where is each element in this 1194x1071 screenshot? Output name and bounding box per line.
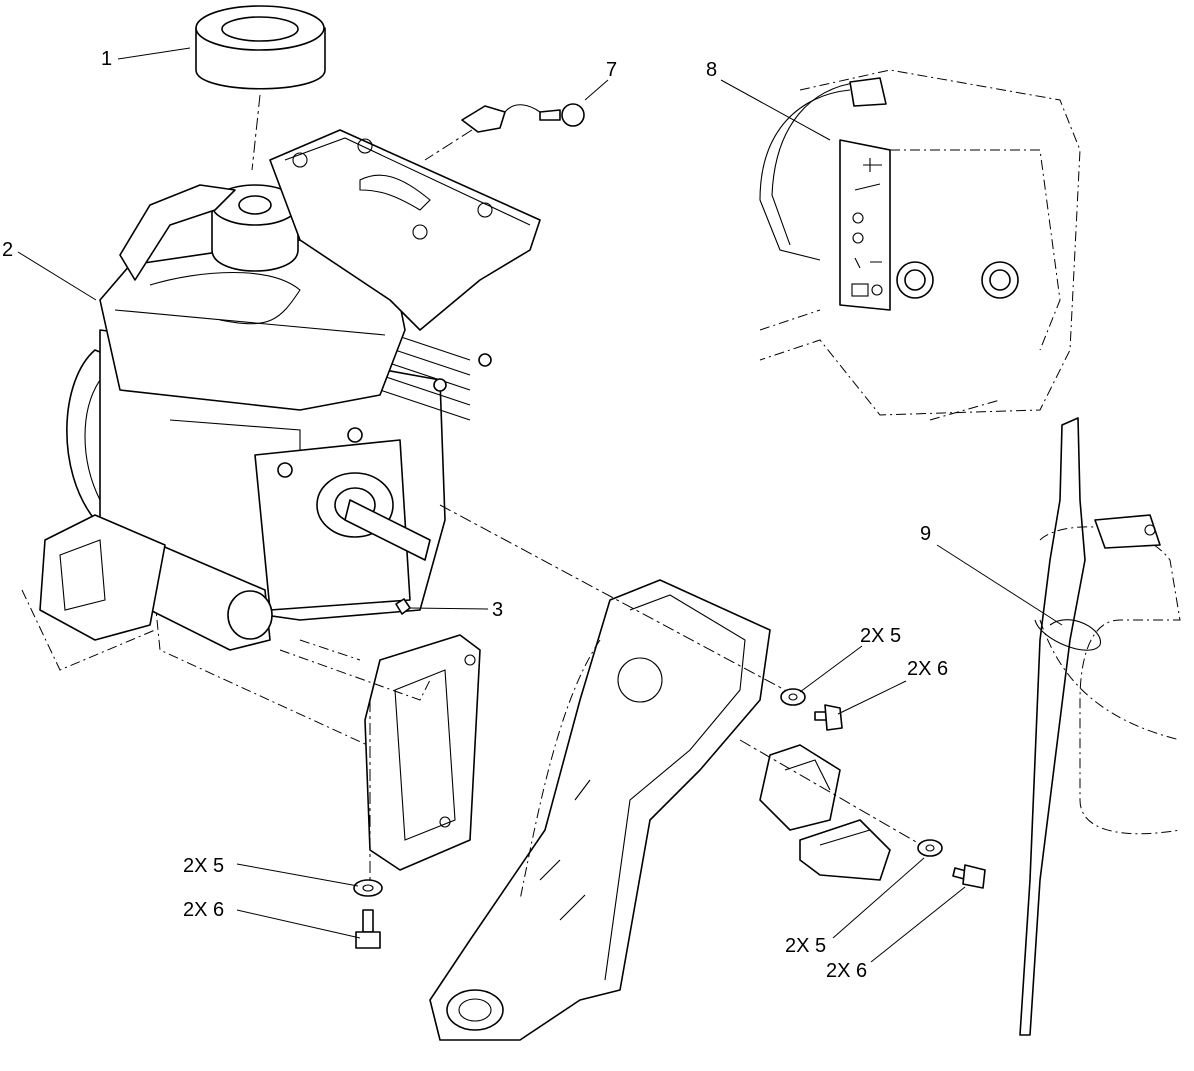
callout-5-bottom-left: 2X 5 [183,855,224,877]
leader-lines [17,47,1063,963]
washer-top-right [780,688,806,706]
frame-side-plate [429,579,771,1041]
callout-2: 2 [2,239,13,261]
bolt-bottom-right [952,864,986,889]
key-part [461,103,585,133]
callout-3: 3 [492,599,503,621]
callout-1: 1 [101,48,112,70]
callout-6-top-right: 2X 6 [907,658,948,680]
washer-bottom-left [353,879,383,897]
gasket-ring-part [195,5,326,90]
washer-bottom-right [917,839,943,857]
bolt-bottom-left [355,909,381,949]
callout-9: 9 [920,523,931,545]
engine-part [21,129,541,761]
control-panel-inset [759,69,1081,421]
callout-8: 8 [706,59,717,81]
callout-5-bottom-right: 2X 5 [785,935,826,957]
callout-6-bottom-left: 2X 6 [183,899,224,921]
hinge-bracket-part [759,744,891,881]
bolt-top-right [814,704,843,731]
engine-mount-bracket [279,634,481,871]
callout-7: 7 [606,59,617,81]
callout-5-top-right: 2X 5 [860,625,901,647]
handle-frame-part [1019,417,1181,1036]
callout-6-bottom-right: 2X 6 [826,960,867,982]
panel-symbols [851,158,883,297]
